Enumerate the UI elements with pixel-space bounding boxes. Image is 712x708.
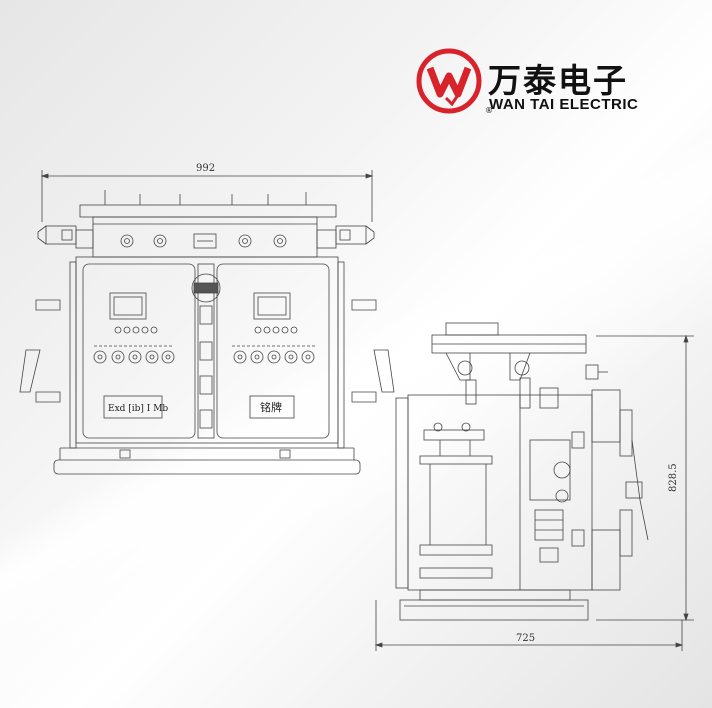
- side-skid-base: [399, 589, 589, 621]
- front-width-label: 992: [196, 163, 215, 174]
- front-handles: [19, 299, 395, 403]
- side-top-box: [431, 322, 608, 381]
- side-handles: [591, 389, 649, 591]
- side-height-label: 828.5: [668, 463, 679, 492]
- side-width-label: 725: [516, 633, 535, 644]
- logo-emblem-icon: [416, 48, 482, 114]
- side-width-dimension: [374, 600, 684, 651]
- registered-mark: ®: [485, 106, 493, 115]
- nameplate: 铭牌: [260, 400, 282, 414]
- side-internals: [419, 377, 585, 579]
- front-width-dimension: [40, 170, 374, 222]
- center-hinge: [191, 263, 221, 439]
- right-door: [216, 263, 330, 439]
- brand-logo: 万泰电子 ® WAN TAI ELECTRIC: [416, 48, 676, 124]
- top-junction-box: [79, 190, 337, 258]
- front-skid-base: [53, 447, 361, 475]
- left-door: [82, 263, 196, 439]
- side-height-dimension: [596, 334, 694, 622]
- side-view: 828.5 725: [374, 322, 694, 651]
- explosion-proof-plate: Exd [ib] I Mb: [108, 404, 168, 414]
- brand-name-en: WAN TAI ELECTRIC: [489, 96, 639, 113]
- brand-name-cn: 万泰电子: [488, 61, 628, 100]
- front-view: 992: [19, 163, 395, 475]
- front-cable-entries: [37, 225, 375, 249]
